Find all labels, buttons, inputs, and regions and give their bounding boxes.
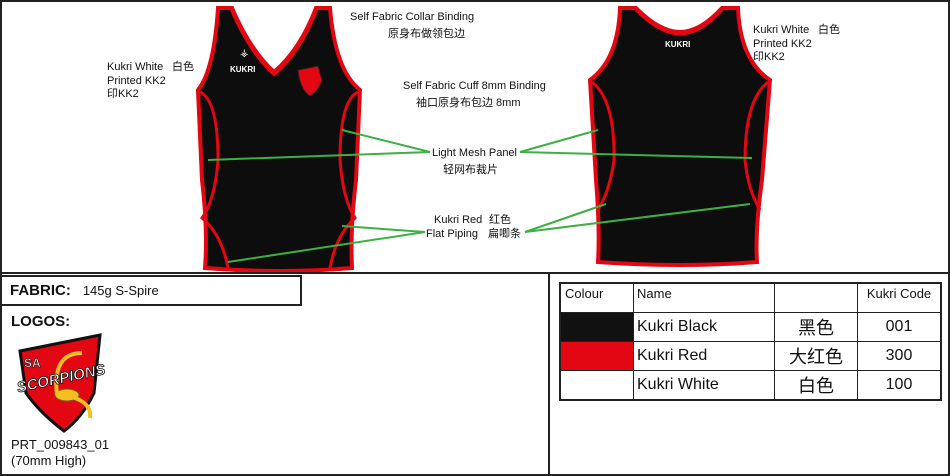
fabric-box: FABRIC: 145g S-Spire [2,275,302,306]
table-row: Kukri Red 大红色 300 [559,341,942,371]
collar-label-cn: 原身布做领包边 [388,26,465,40]
back-print-3: 印KK2 [753,50,785,63]
back-print-1: Kukri White [753,24,809,36]
piping-label-2: Flat Piping [426,228,478,240]
logo-info: PRT_009843_01 (70mm High) [11,437,109,469]
table-row: Kukri Black 黑色 001 [559,312,942,342]
fabric-value: 145g S-Spire [82,283,159,298]
sa-scorpions-logo-icon: SCORPIONS SA [15,333,107,433]
back-print-cn: 白色 [818,22,840,36]
colour-swatch [559,341,634,371]
colour-swatch [559,370,634,401]
front-print-1: Kukri White [107,61,163,73]
logo-size: (70mm High) [11,453,87,468]
cuff-label-cn: 袖口原身布包边 8mm [416,95,521,109]
piping-label-1: Kukri Red [434,214,482,226]
front-print-cn: 白色 [172,59,194,73]
back-vest: KUKRI [587,6,773,267]
header-colour: Colour [559,282,634,313]
table-row: Kukri White 白色 100 [559,370,942,401]
header-code: Kukri Code [857,282,942,313]
back-print-2: Printed KK2 [753,38,812,50]
colour-cn: 白色 [774,370,858,401]
colour-code: 001 [857,312,942,342]
colour-code: 100 [857,370,942,401]
kukri-mark-icon: ⚶ [240,48,249,59]
divider [0,272,950,274]
cuff-label: Self Fabric Cuff 8mm Binding [403,80,546,92]
callout-lines [207,129,753,263]
colour-code: 300 [857,341,942,371]
colour-name: Kukri Red [633,341,775,371]
divider [548,272,550,476]
colour-table: Colour Name Kukri Code Kukri Black 黑色 00… [559,282,942,401]
garment-illustration: ⚶ KUKRI KUKRI Self Fabric Collar Binding… [107,6,840,272]
header-name: Name [633,282,775,313]
piping-label-cn-1: 红色 [489,212,511,226]
svg-text:SA: SA [24,356,41,370]
front-vest: ⚶ KUKRI [195,6,363,272]
piping-label-cn-2: 扁唧条 [488,226,521,240]
mesh-label: Light Mesh Panel [432,147,517,159]
header-cn [774,282,858,313]
front-print-3: 印KK2 [107,87,139,100]
front-brand: KUKRI [230,65,255,74]
mesh-label-cn: 轻网布裁片 [443,162,498,176]
colour-cn: 大红色 [774,341,858,371]
logos-label: LOGOS: [11,313,71,330]
table-header: Colour Name Kukri Code [559,282,942,313]
colour-name: Kukri White [633,370,775,401]
colour-name: Kukri Black [633,312,775,342]
fabric-label: FABRIC: [10,282,71,299]
collar-label: Self Fabric Collar Binding [350,11,474,23]
colour-cn: 黑色 [774,312,858,342]
front-crest-icon [297,65,323,97]
colour-swatch [559,312,634,342]
front-print-2: Printed KK2 [107,75,166,87]
logo-code: PRT_009843_01 [11,437,110,452]
back-brand: KUKRI [665,40,690,49]
